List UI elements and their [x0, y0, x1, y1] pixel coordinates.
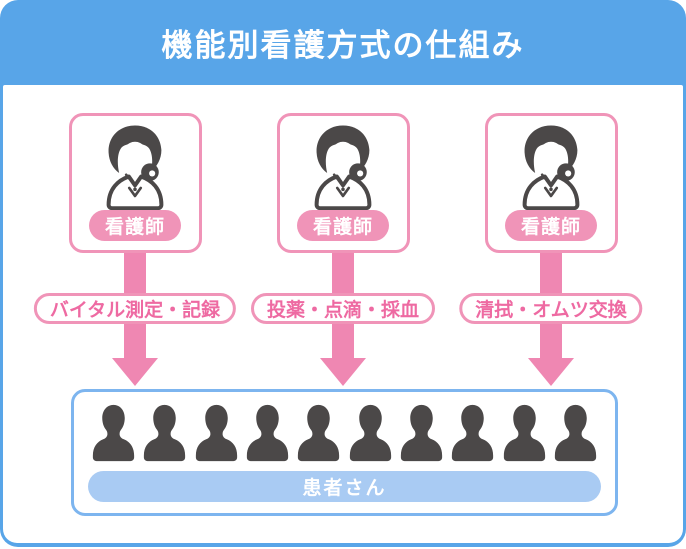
role-badge: 看護師 [504, 210, 597, 241]
nurse-card: 看護師 [276, 113, 410, 253]
patient-group-box: 患者さん [71, 389, 618, 516]
nurse-column-3: 看護師 清拭・オムツ交換 [459, 113, 643, 386]
task-label: 清拭・オムツ交換 [459, 293, 643, 324]
nurse-columns: 看護師 バイタル測定・記録 看護師 投薬・点滴・採血 看護師 清拭・オムツ交換 [0, 113, 686, 386]
nurse-card: 看護師 [68, 113, 202, 253]
patient-badge: 患者さん [88, 471, 601, 502]
down-arrow-head [112, 358, 158, 386]
person-silhouette-icon [554, 404, 597, 462]
page-title: 機能別看護方式の仕組み [161, 28, 525, 63]
task-label: 投薬・点滴・採血 [250, 293, 436, 324]
down-arrow-head [320, 358, 366, 386]
person-silhouette-icon [144, 404, 186, 462]
task-label: バイタル測定・記録 [33, 293, 237, 324]
role-badge: 看護師 [88, 210, 181, 241]
down-arrow-head [528, 358, 574, 386]
person-silhouette-icon [400, 404, 443, 462]
patient-silhouettes [74, 392, 615, 464]
nurse-avatar-icon [106, 123, 164, 210]
person-silhouette-icon [298, 404, 340, 462]
header-band: 機能別看護方式の仕組み [0, 0, 686, 85]
person-silhouette-icon [246, 404, 289, 462]
person-silhouette-icon [195, 404, 237, 462]
nurse-column-1: 看護師 バイタル測定・記録 [33, 113, 237, 386]
person-silhouette-icon [503, 404, 545, 462]
nurse-column-2: 看護師 投薬・点滴・採血 [250, 113, 436, 386]
nurse-avatar-icon [314, 123, 372, 210]
person-silhouette-icon [92, 404, 135, 462]
person-silhouette-icon [452, 404, 494, 462]
person-silhouette-icon [349, 404, 391, 462]
nurse-card: 看護師 [484, 113, 618, 253]
nurse-avatar-icon [522, 123, 580, 210]
role-badge: 看護師 [296, 210, 389, 241]
